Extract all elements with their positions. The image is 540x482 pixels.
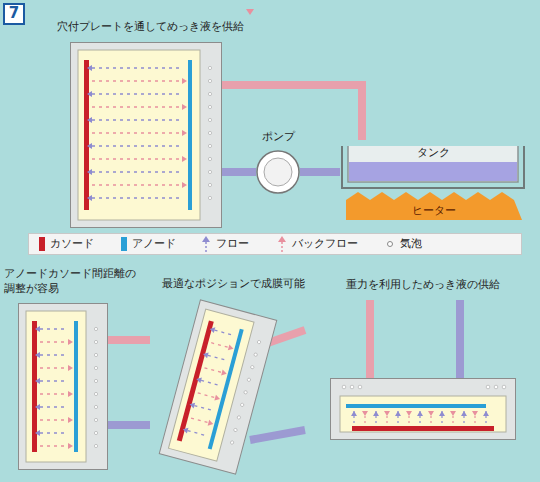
pipe xyxy=(300,168,340,176)
plating-cell: 重力を利用しためっき液の供給 xyxy=(330,378,516,440)
legend-text: バックフロー xyxy=(292,237,358,251)
part-label: タンク xyxy=(417,146,450,192)
cell-heading: ポンプ xyxy=(246,130,310,145)
part-label: ヒーター xyxy=(412,204,456,218)
legend-item: 気泡 xyxy=(385,234,422,254)
legend-swatch xyxy=(121,237,127,251)
cell-heading: 穴付プレートを通してめっき液を供給 xyxy=(50,20,250,35)
pipe xyxy=(222,168,256,176)
legend-item: アノード xyxy=(121,234,176,254)
shape-outline xyxy=(70,42,222,228)
legend-item: カソード xyxy=(39,234,94,254)
legend-text: アノード xyxy=(132,237,176,251)
legend-item: フロー xyxy=(201,234,249,254)
figure-number: 7 xyxy=(9,4,19,24)
cell-heading: 最適なポジションで成膜可能 xyxy=(162,277,322,292)
plating-cell: 最適なポジションで成膜可能 xyxy=(158,299,278,475)
shape-outline xyxy=(158,299,278,475)
legend-sample xyxy=(385,236,395,252)
legend-swatch xyxy=(39,237,45,251)
plating-cell: アノードカソード間距離の 調整が容易 xyxy=(18,303,108,470)
legend-sample xyxy=(201,236,211,252)
legend-text: 気泡 xyxy=(400,237,422,251)
plating-cell: 穴付プレートを通してめっき液を供給 xyxy=(70,42,222,228)
legend-bar: カソード アノード フロー バックフロー 気泡 xyxy=(28,233,522,255)
cell-heading: アノードカソード間距離の 調整が容易 xyxy=(4,267,154,297)
flow-marker xyxy=(246,9,254,15)
tank-symbol: タンク xyxy=(340,140,526,192)
cell-heading: 重力を利用しためっき液の供給 xyxy=(330,278,516,293)
legend-text: カソード xyxy=(50,237,94,251)
shape-outline xyxy=(18,303,108,470)
legend-sample xyxy=(277,236,287,252)
shape-outline xyxy=(330,378,516,440)
shape-outline xyxy=(256,150,300,194)
number-badge: 7 xyxy=(3,3,25,25)
pump-symbol: ポンプ xyxy=(256,150,300,194)
legend-text: フロー xyxy=(216,237,249,251)
legend-item: バックフロー xyxy=(277,234,358,254)
heater-block: ヒーター xyxy=(346,192,522,220)
